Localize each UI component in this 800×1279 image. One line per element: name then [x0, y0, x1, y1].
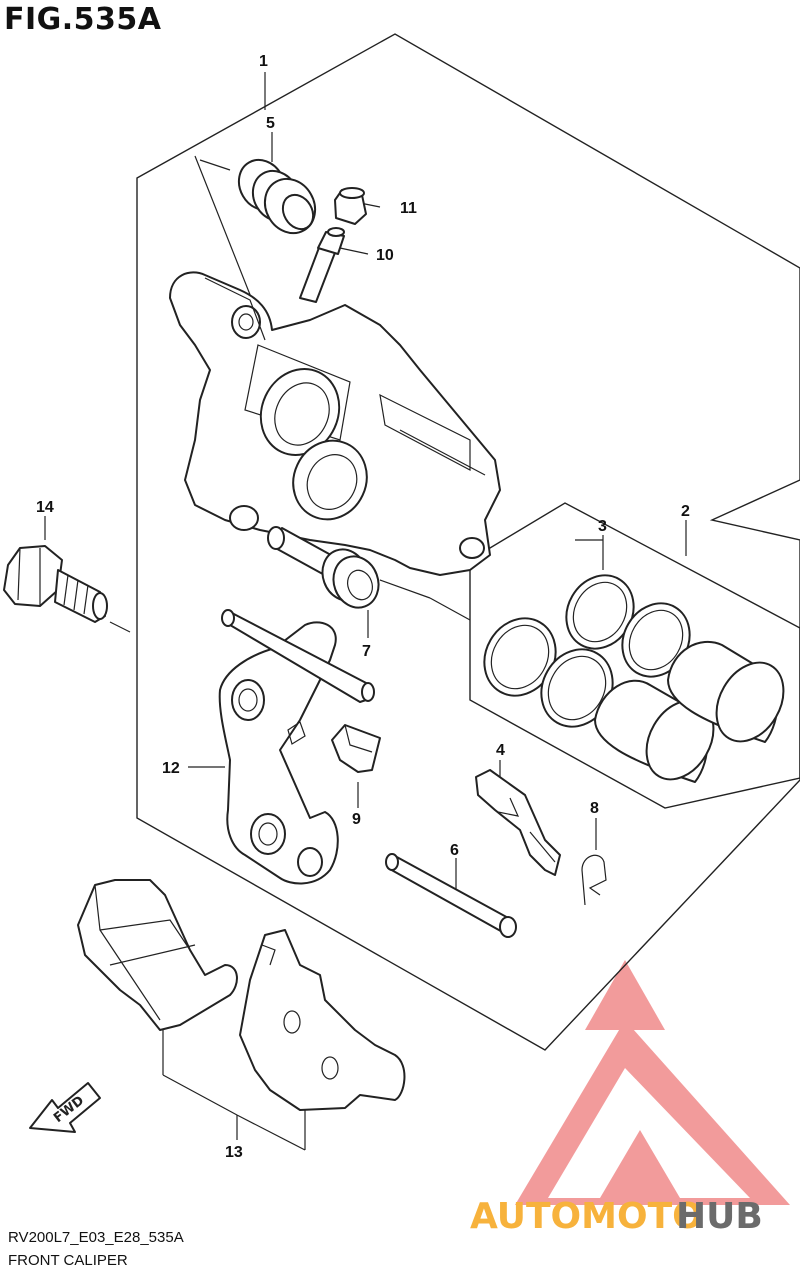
figure-caption: FRONT CALIPER [8, 1252, 128, 1269]
callout-2: 2 [681, 503, 690, 520]
assembly-boundary [136, 33, 800, 1051]
callout-4: 4 [496, 742, 505, 759]
pad-spring-clip-part [331, 724, 381, 773]
piston-parts [594, 640, 785, 783]
caliper-bracket-part [218, 609, 375, 885]
callout-7: 7 [362, 643, 371, 660]
callout-10: 10 [376, 247, 394, 264]
callout-13: 13 [225, 1144, 243, 1161]
watermark-logo [515, 960, 790, 1205]
callout-5: 5 [266, 115, 275, 132]
callout-8: 8 [590, 800, 599, 817]
callout-9: 9 [352, 811, 361, 828]
caliper-body-part [169, 271, 501, 576]
pad-spring-part [475, 769, 561, 876]
bleeder-cap-part [334, 187, 367, 225]
callout-6: 6 [450, 842, 459, 859]
slide-pin-boot-part [267, 526, 380, 609]
figure-title: FIG.535A [4, 2, 162, 37]
piston-seal-parts [483, 574, 691, 728]
callout-3: 3 [598, 518, 607, 535]
watermark-text-automoto: AUTOMOTO [470, 1196, 703, 1237]
r-clip-part [581, 854, 607, 906]
pad-pin-part [385, 853, 517, 938]
piston-group-boundary [469, 502, 800, 809]
bleeder-valve-part [299, 227, 345, 303]
brake-pads-part [77, 879, 406, 1111]
dust-boot-part [237, 158, 317, 235]
callout-14: 14 [36, 499, 54, 516]
callout-12: 12 [162, 760, 180, 777]
fwd-arrow-icon: FWD [29, 1082, 101, 1133]
caliper-bolt-part [3, 545, 108, 623]
callout-1: 1 [259, 53, 268, 70]
callout-11: 11 [400, 200, 417, 217]
figure-code: RV200L7_E03_E28_535A [8, 1229, 184, 1246]
callout-labels: 1 2 3 4 5 6 7 8 9 10 11 12 13 14 [36, 53, 690, 1161]
watermark-text-hub: HUB [676, 1196, 763, 1237]
